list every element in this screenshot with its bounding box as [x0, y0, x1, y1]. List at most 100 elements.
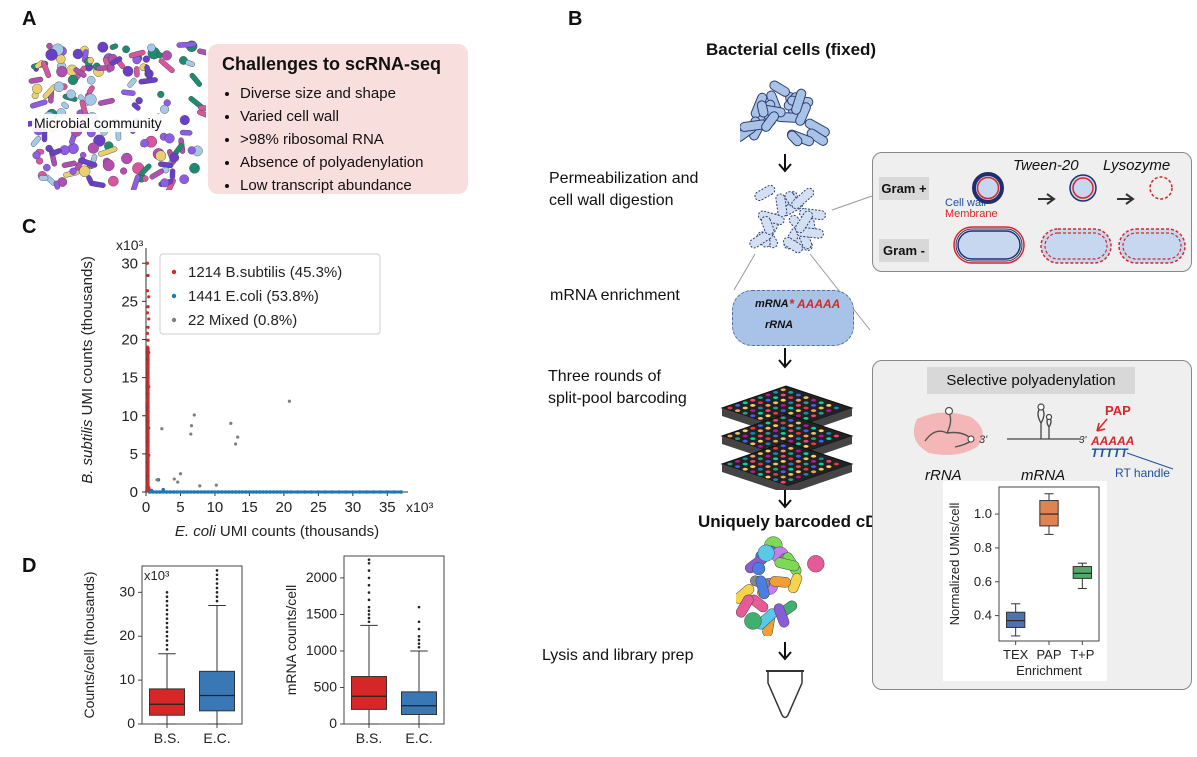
x-tick-label: T+P [1070, 647, 1094, 662]
well [788, 467, 794, 471]
well [818, 429, 824, 433]
well [735, 409, 741, 412]
x-tick-label: E.C. [405, 730, 432, 746]
well [780, 388, 786, 392]
y-tick-label: 20 [121, 332, 138, 349]
well [788, 391, 794, 394]
microbe-cell [133, 66, 140, 78]
microbe-cell [45, 48, 58, 61]
well [788, 419, 794, 422]
y-tick-label: 10 [121, 408, 138, 425]
well [750, 437, 756, 440]
scatter-point [145, 261, 149, 265]
microbe-cell [45, 144, 53, 153]
rrna-3prime-label: 3' [979, 434, 988, 446]
well [742, 467, 748, 471]
y-tick-label: 5 [130, 446, 138, 463]
well [780, 393, 786, 397]
well [727, 406, 733, 410]
outlier-point [367, 562, 371, 565]
polya-label: AAAAA [1090, 434, 1134, 448]
well [795, 470, 801, 474]
well [795, 409, 801, 412]
microbe-cell [122, 65, 134, 77]
well [826, 465, 832, 468]
well [788, 429, 794, 433]
well [795, 442, 801, 446]
well [803, 434, 809, 438]
gram-negative-tag: Gram - [879, 239, 929, 262]
microbe-cell [147, 43, 156, 53]
well [780, 432, 786, 435]
well [765, 426, 771, 430]
well [773, 467, 779, 471]
microbe-cell [169, 168, 176, 180]
well [803, 439, 809, 443]
outlier-point [417, 620, 421, 624]
microbe-cell [109, 43, 119, 50]
outlier-point [165, 591, 169, 594]
outlier-point [215, 573, 219, 577]
well [773, 452, 779, 455]
microbe-cell [179, 115, 190, 126]
outlier-point [367, 576, 371, 580]
well [765, 449, 771, 453]
challenge-item: Diverse size and shape [240, 82, 423, 105]
step-permeabilization-line2: cell wall digestion [549, 192, 674, 209]
bacterial-cell [782, 236, 803, 254]
microbe-cell [32, 83, 43, 94]
well [788, 406, 794, 410]
scatter-point [236, 435, 240, 439]
lysozyme-label: Lysozyme [1103, 157, 1171, 174]
scatter-point [145, 331, 149, 335]
well [826, 404, 832, 407]
microbe-cell [160, 178, 170, 188]
barcoded-cell [807, 555, 825, 573]
well [811, 460, 817, 463]
scatter-point [234, 442, 238, 446]
outlier-point [367, 591, 371, 594]
well [773, 473, 779, 476]
x-tick-label: B.S. [154, 730, 180, 746]
panel-letter-a: A [22, 8, 37, 30]
y-axis-label: B. subtilis UMI counts (thousands) [79, 256, 96, 484]
outlier-point [165, 643, 169, 647]
legend-box [159, 253, 381, 335]
barcoded-cell [752, 562, 766, 576]
polyt-label: TTTTT [1091, 446, 1129, 460]
scatter-point [189, 424, 194, 428]
outlier-point [215, 569, 219, 572]
well [788, 439, 794, 443]
scatter-point [176, 480, 180, 484]
bubble-rrna-label: rRNA [765, 319, 794, 331]
well [773, 424, 779, 427]
outlier-point [165, 634, 169, 638]
microbe-cell [87, 57, 94, 64]
well [803, 406, 809, 410]
microbe-cell [179, 174, 190, 185]
y-axis-label: Normalized UMIs/cell [947, 502, 962, 625]
y-tick-label: 25 [121, 293, 138, 310]
well [788, 447, 794, 450]
mrna-label: mRNA [1021, 467, 1066, 484]
well [780, 416, 786, 420]
well [742, 462, 748, 466]
well [795, 449, 801, 453]
well [750, 465, 756, 468]
barcoded-cell [773, 603, 790, 628]
microbe-cell [67, 74, 79, 86]
community-label: Microbial community [32, 114, 164, 132]
microbe-cell [139, 163, 152, 176]
well [765, 404, 771, 407]
well [773, 434, 779, 438]
challenges-list: Diverse size and shape Varied cell wall … [218, 82, 423, 197]
outlier-point [417, 642, 421, 645]
outlier-point [165, 608, 169, 612]
well [818, 467, 824, 471]
well [750, 470, 756, 474]
microbe-cell [197, 109, 206, 119]
outlier-point [165, 630, 169, 634]
microbe-cell [155, 150, 167, 162]
